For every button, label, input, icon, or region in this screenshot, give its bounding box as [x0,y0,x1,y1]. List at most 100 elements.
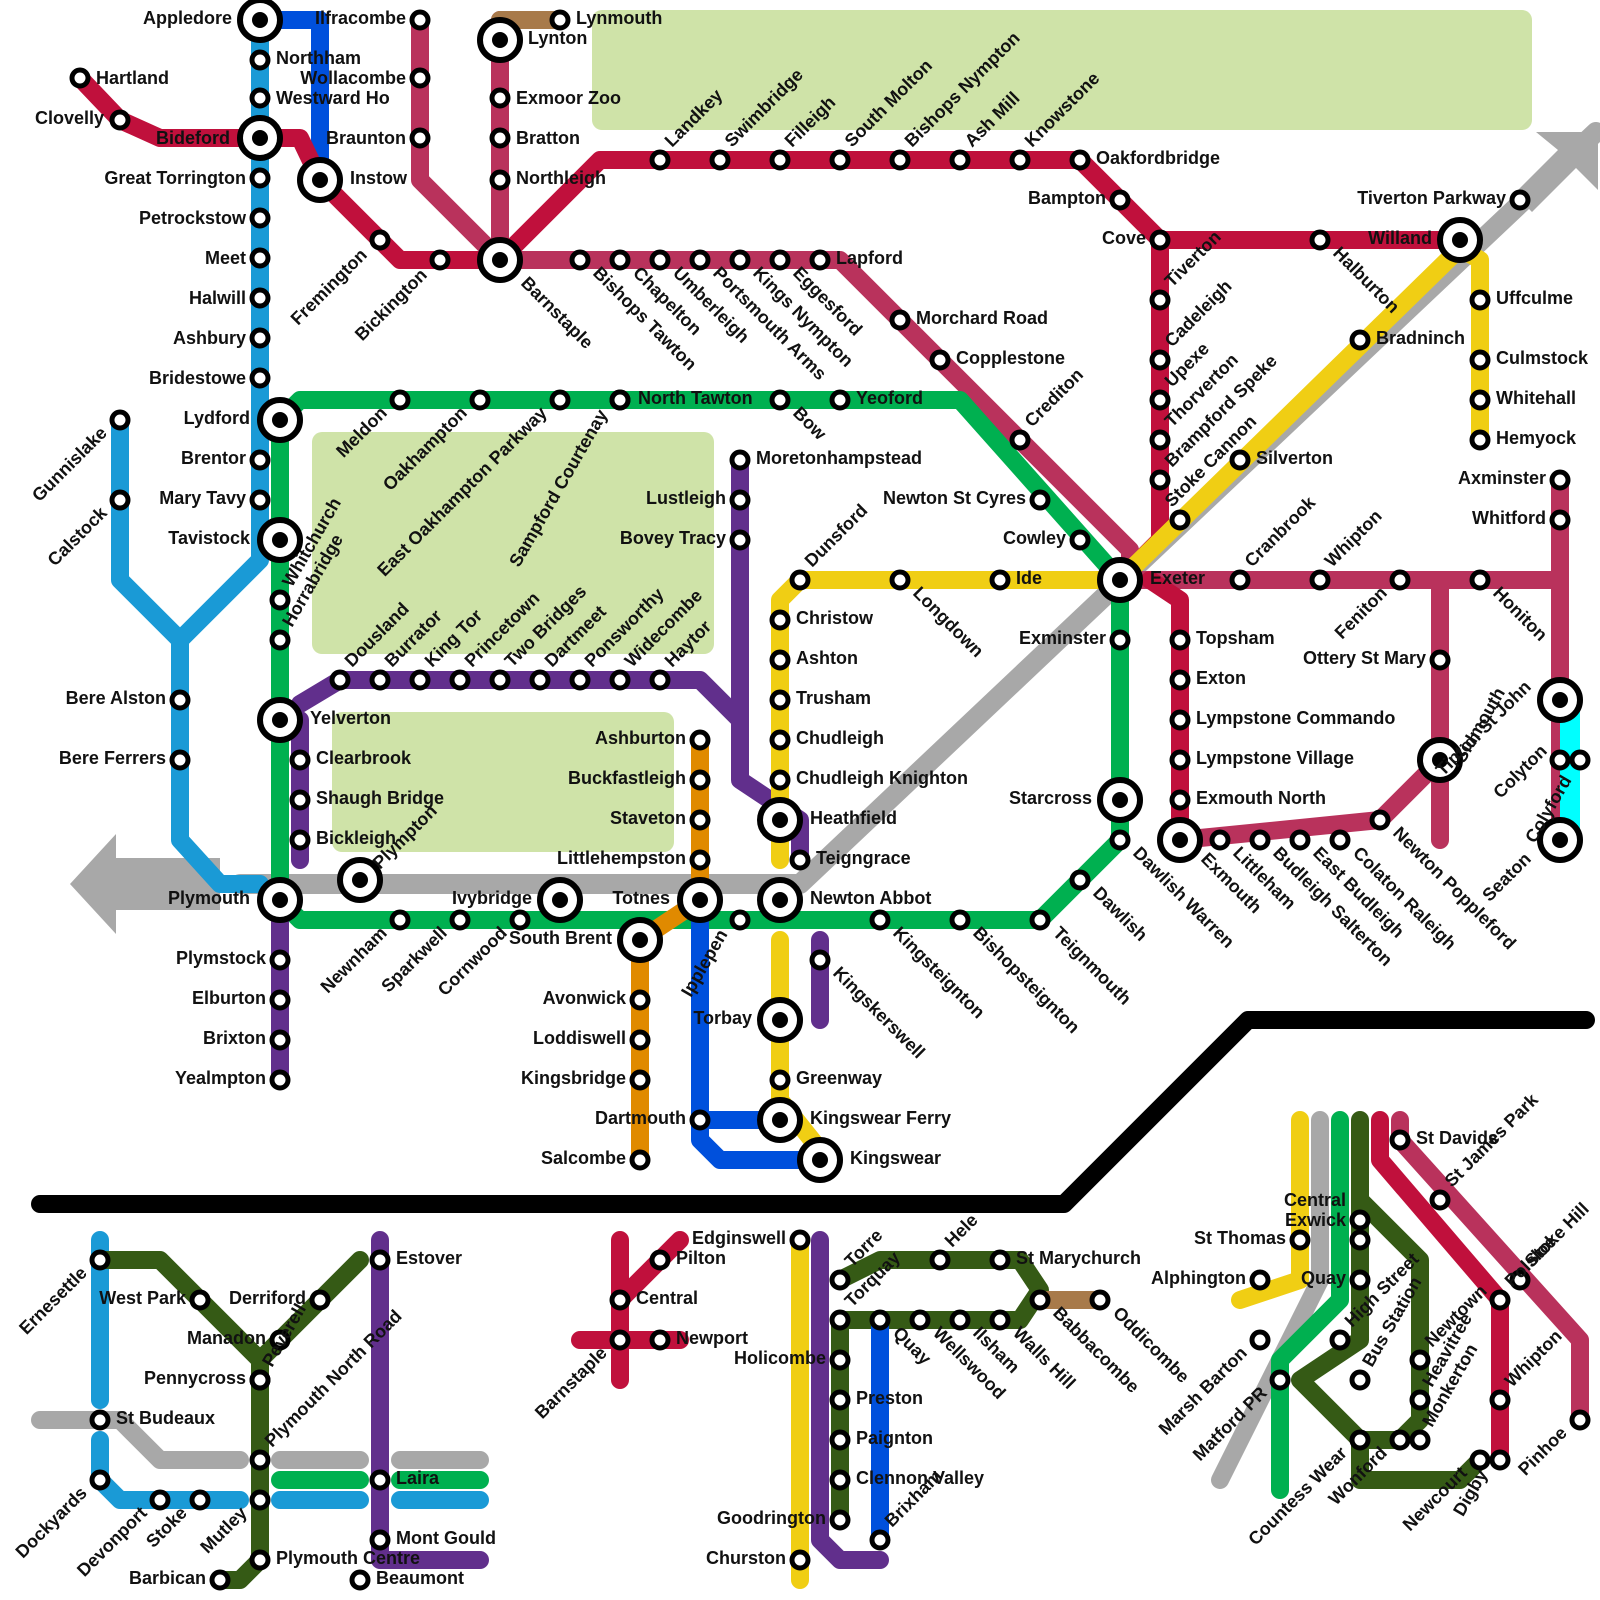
station-marker-stoke_cannon[interactable] [1172,512,1188,528]
station-label-appledore[interactable]: Appledore [143,8,232,28]
station-label-exminster[interactable]: Exminster [1019,628,1106,648]
station-marker-brixton[interactable] [272,1032,288,1048]
station-marker-greenway[interactable] [772,1072,788,1088]
station-marker-honiton[interactable] [1472,572,1488,588]
station-marker-st_thomas[interactable] [1292,1232,1308,1248]
station-marker-westward_ho[interactable] [252,90,268,106]
station-label-lympstone_village[interactable]: Lympstone Village [1196,748,1354,768]
station-marker-clennon_valley[interactable] [832,1472,848,1488]
station-label-hartland[interactable]: Hartland [96,68,169,88]
station-marker-east_budleigh[interactable] [1292,832,1308,848]
station-marker-two_bridges[interactable] [492,672,508,688]
station-label-wollacombe[interactable]: Wollacombe [300,68,406,88]
station-label-ashbury[interactable]: Ashbury [173,328,246,348]
station-marker-tiverton_parkway[interactable] [1512,192,1528,208]
station-marker-yealmpton[interactable] [272,1072,288,1088]
station-marker-crediton[interactable] [1012,432,1028,448]
station-marker-chapelton[interactable] [612,252,628,268]
station-label-exeter[interactable]: Exeter [1150,568,1205,588]
station-marker-exminster[interactable] [1112,632,1128,648]
station-label-ilfracombe[interactable]: Ilfracombe [315,8,406,28]
station-marker-mary_tavy[interactable] [252,492,268,508]
station-label-clearbrook[interactable]: Clearbrook [316,748,412,768]
station-marker-west_park[interactable] [192,1292,208,1308]
station-label-newton_abbot[interactable]: Newton Abbot [810,888,931,908]
station-label-kingswear[interactable]: Kingswear [850,1148,941,1168]
station-marker-ipplepen[interactable] [732,912,748,928]
station-marker-mutley[interactable] [252,1492,268,1508]
station-marker-ottery_st_mary[interactable] [1432,652,1448,668]
station-marker-whipton_e[interactable] [1492,1392,1508,1408]
station-marker-cadeleigh[interactable] [1152,352,1168,368]
station-marker-plymouth_centre[interactable] [252,1552,268,1568]
station-marker-widecombe[interactable] [612,672,628,688]
station-label-west_park[interactable]: West Park [99,1288,187,1308]
station-marker-copplestone[interactable] [932,352,948,368]
station-label-northleigh[interactable]: Northleigh [516,168,606,188]
station-marker-torre[interactable] [832,1272,848,1288]
station-marker-ide[interactable] [992,572,1008,588]
station-marker-derriford[interactable] [312,1292,328,1308]
station-marker-topsham[interactable] [1172,632,1188,648]
station-label-brentor[interactable]: Brentor [181,448,246,468]
station-label-edginswell[interactable]: Edginswell [692,1228,786,1248]
station-label-lydford[interactable]: Lydford [184,408,250,428]
station-marker-haytor[interactable] [652,672,668,688]
station-label-bampton[interactable]: Bampton [1028,188,1106,208]
station-label-silverton[interactable]: Silverton [1256,448,1333,468]
station-marker-ilsham[interactable] [952,1312,968,1328]
station-marker-feniton[interactable] [1392,572,1408,588]
station-marker-brixham[interactable] [872,1532,888,1548]
station-label-mutley[interactable]: Mutley [196,1503,250,1557]
station-label-bere_ferrers[interactable]: Bere Ferrers [59,748,166,768]
station-marker-south_molton[interactable] [832,152,848,168]
station-label-plymouth[interactable]: Plymouth [168,888,250,908]
station-label-topsham[interactable]: Topsham [1196,628,1275,648]
station-label-churston[interactable]: Churston [706,1548,786,1568]
station-marker-dartmeet[interactable] [532,672,548,688]
station-marker-bishops_tawton[interactable] [572,252,588,268]
station-label-quay_e[interactable]: Quay [1301,1268,1346,1288]
station-marker-st_budeaux[interactable] [92,1412,108,1428]
station-label-lynton[interactable]: Lynton [528,28,587,48]
station-label-lympstone_commando[interactable]: Lympstone Commando [1196,708,1395,728]
station-marker-barbican[interactable] [212,1572,228,1588]
station-label-lapford[interactable]: Lapford [836,248,903,268]
station-marker-high_street[interactable] [1332,1332,1348,1348]
station-label-honiton[interactable]: Honiton [1489,583,1551,645]
station-label-longdown[interactable]: Longdown [909,583,987,661]
station-marker-meldon[interactable] [392,392,408,408]
station-marker-trusham[interactable] [772,692,788,708]
station-marker-pilton[interactable] [652,1252,668,1268]
station-label-kingskerswell[interactable]: Kingskerswell [829,963,929,1063]
station-marker-lympstone_commando[interactable] [1172,712,1188,728]
station-label-whipton[interactable]: Whipton [1321,506,1386,571]
station-label-lustleigh[interactable]: Lustleigh [646,488,726,508]
station-label-westward_ho[interactable]: Westward Ho [276,88,390,108]
station-marker-st_james_park[interactable] [1432,1192,1448,1208]
station-marker-staveton[interactable] [692,812,708,828]
station-marker-filleigh[interactable] [772,152,788,168]
station-marker-barnstaple_ins[interactable] [612,1332,628,1348]
station-marker-lapford[interactable] [812,252,828,268]
station-marker-ash_mill[interactable] [952,152,968,168]
station-label-totnes[interactable]: Totnes [612,888,670,908]
station-label-laira[interactable]: Laira [396,1468,440,1488]
station-marker-bradninch[interactable] [1352,332,1368,348]
station-marker-fremington[interactable] [372,232,388,248]
station-label-ottery_st_mary[interactable]: Ottery St Mary [1303,648,1426,668]
station-marker-bratton[interactable] [492,130,508,146]
station-label-dockyards[interactable]: Dockyards [12,1483,91,1562]
station-label-culmstock[interactable]: Culmstock [1496,348,1589,368]
station-marker-upexe[interactable] [1152,392,1168,408]
station-marker-alphington[interactable] [1252,1272,1268,1288]
station-marker-northleigh[interactable] [492,172,508,188]
station-label-heathfield[interactable]: Heathfield [810,808,897,828]
station-label-great_torrington[interactable]: Great Torrington [104,168,246,188]
station-label-staveton[interactable]: Staveton [610,808,686,828]
station-marker-great_torrington[interactable] [252,170,268,186]
station-marker-bow[interactable] [772,392,788,408]
station-marker-elburton[interactable] [272,992,288,1008]
station-label-moretonhampstead[interactable]: Moretonhampstead [756,448,922,468]
station-marker-calstock[interactable] [112,492,128,508]
